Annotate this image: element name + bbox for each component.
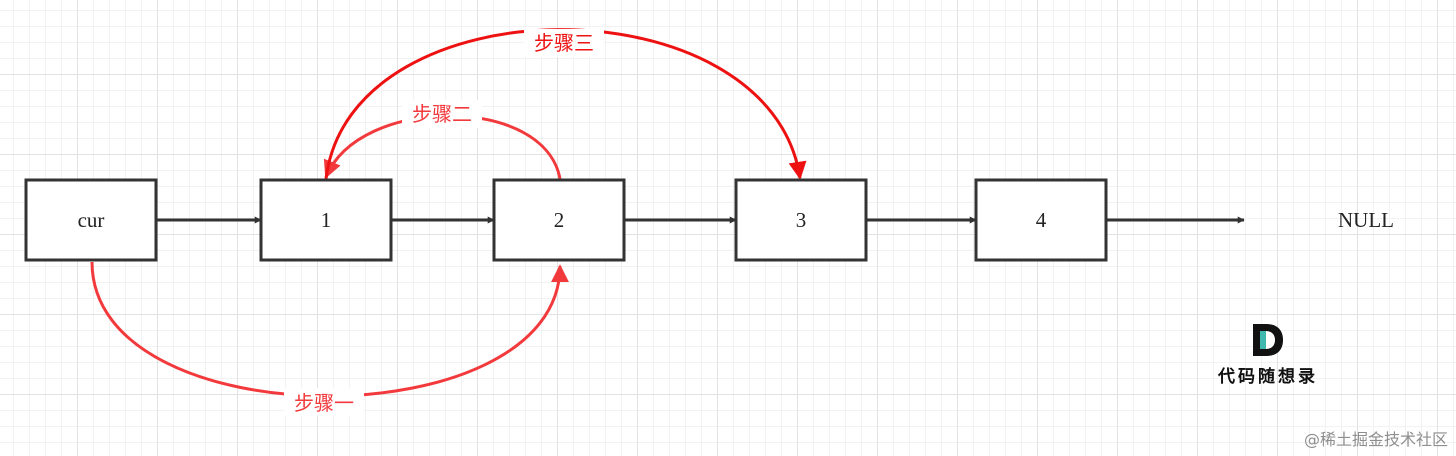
logo-d-mark: [1253, 324, 1283, 356]
step-two-label: 步骤二: [412, 102, 472, 126]
node-2: 2: [492, 178, 626, 262]
node-3-label: 3: [796, 208, 807, 232]
node-cur-label: cur: [78, 208, 105, 232]
watermark: @稀土掘金技术社区: [1303, 430, 1448, 449]
node-cur: cur: [24, 178, 158, 262]
step-one-label-group: 步骤一: [284, 388, 364, 416]
step-one-label: 步骤一: [294, 391, 354, 415]
node-2-label: 2: [554, 208, 565, 232]
step-three-label: 步骤三: [534, 31, 594, 55]
node-4: 4: [974, 178, 1108, 262]
node-1-label: 1: [321, 208, 332, 232]
node-3: 3: [734, 178, 868, 262]
logo: 代码随想录: [1206, 322, 1330, 387]
node-4-label: 4: [1036, 208, 1047, 232]
null-label: NULL: [1338, 208, 1394, 232]
logo-text: 代码随想录: [1218, 367, 1318, 387]
step-one-curve: [90, 261, 569, 398]
step-two-label-group: 步骤二: [402, 100, 482, 128]
step-three-label-group: 步骤三: [524, 29, 604, 57]
node-1: 1: [259, 178, 393, 262]
